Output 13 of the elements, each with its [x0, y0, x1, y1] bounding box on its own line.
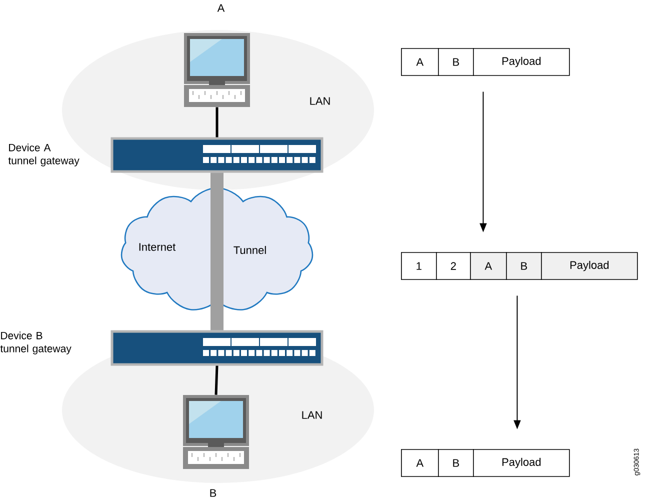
packet-field: A	[470, 252, 507, 280]
packet-field: B	[506, 252, 542, 280]
computer-label: A	[217, 4, 225, 12]
computer-label: B	[210, 489, 216, 497]
packet-field: 2	[436, 252, 471, 280]
connector-line	[216, 107, 218, 138]
packet-field: B	[438, 48, 474, 76]
packet-field: B	[438, 449, 474, 477]
packet-field: A	[401, 48, 439, 76]
packet-field: A	[401, 449, 439, 477]
cloud-label: Internet	[139, 243, 176, 251]
packet-field: 1	[401, 252, 437, 280]
connector-line	[214, 366, 218, 395]
